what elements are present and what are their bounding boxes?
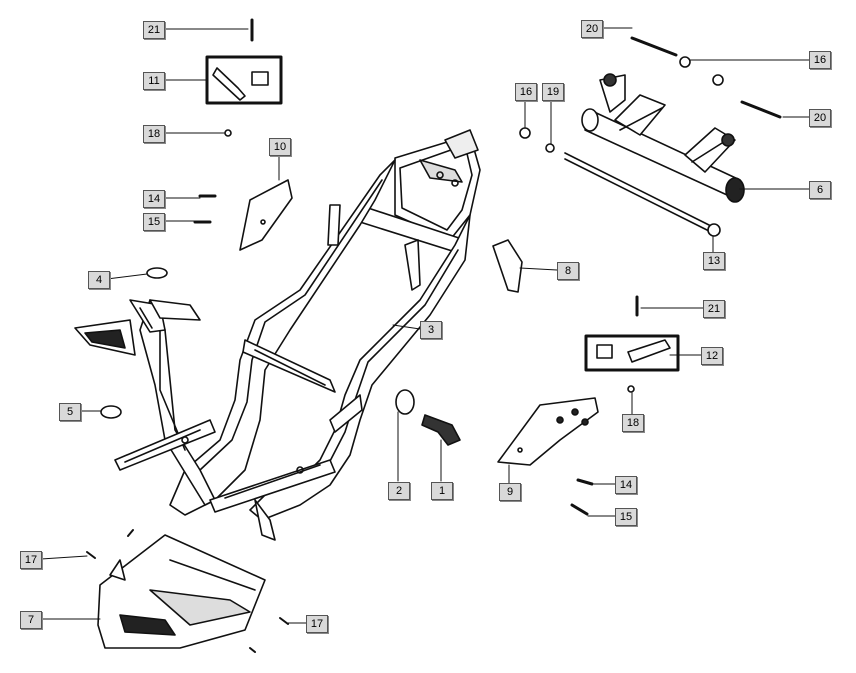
pivot-shaft-part xyxy=(564,152,721,237)
bolt-15b xyxy=(570,503,589,516)
footrest-plate-part xyxy=(497,397,599,466)
callout-4: 4 xyxy=(88,271,110,289)
callout-19: 19 xyxy=(542,83,564,101)
callout-20: 20 xyxy=(581,20,603,38)
clip-18a xyxy=(224,129,232,137)
under-cover-part xyxy=(97,534,266,649)
swing-arm-part xyxy=(581,73,745,203)
callout-8: 8 xyxy=(557,262,579,280)
nut-16b xyxy=(679,56,691,68)
callout-15: 15 xyxy=(615,508,637,526)
callout-14: 14 xyxy=(143,190,165,208)
callout-7: 7 xyxy=(20,611,42,629)
callout-21: 21 xyxy=(703,300,725,318)
callout-2: 2 xyxy=(388,482,410,500)
screw-17a xyxy=(86,551,96,559)
grommet-part xyxy=(100,405,122,419)
screw-17d xyxy=(249,647,256,653)
clip-18b xyxy=(627,385,635,393)
intake-hose-part xyxy=(421,414,461,446)
leader-lines xyxy=(40,27,810,624)
bolt-14b xyxy=(576,478,594,486)
callout-1: 1 xyxy=(431,482,453,500)
callout-17: 17 xyxy=(20,551,42,569)
callout-5: 5 xyxy=(59,403,81,421)
screw-17b xyxy=(279,617,289,625)
callout-18: 18 xyxy=(622,414,644,432)
washer-19 xyxy=(545,143,555,153)
callout-6: 6 xyxy=(809,181,831,199)
callout-17: 17 xyxy=(306,615,328,633)
rubber-plug-part xyxy=(146,267,168,279)
screw-17c xyxy=(127,529,134,537)
callout-11: 11 xyxy=(143,72,165,90)
long-bolt-20b xyxy=(740,100,782,119)
callout-3: 3 xyxy=(420,321,442,339)
hose-clamp-part xyxy=(395,389,415,415)
long-bolt-20a xyxy=(630,36,678,57)
callout-16: 16 xyxy=(515,83,537,101)
footrest-kit-left-part xyxy=(205,55,283,105)
callout-13: 13 xyxy=(703,252,725,270)
footrest-kit-right-part xyxy=(584,334,680,372)
callout-21: 21 xyxy=(143,21,165,39)
callout-14: 14 xyxy=(615,476,637,494)
callout-18: 18 xyxy=(143,125,165,143)
bracket-8-part xyxy=(492,239,523,293)
callout-15: 15 xyxy=(143,213,165,231)
callout-12: 12 xyxy=(701,347,723,365)
callout-20: 20 xyxy=(809,109,831,127)
callout-16: 16 xyxy=(809,51,831,69)
callout-9: 9 xyxy=(499,483,521,501)
bracket-10-part xyxy=(239,179,293,251)
frame-part xyxy=(74,129,481,541)
nut-16a xyxy=(519,127,531,139)
nut-16c xyxy=(712,74,724,86)
callout-10: 10 xyxy=(269,138,291,156)
